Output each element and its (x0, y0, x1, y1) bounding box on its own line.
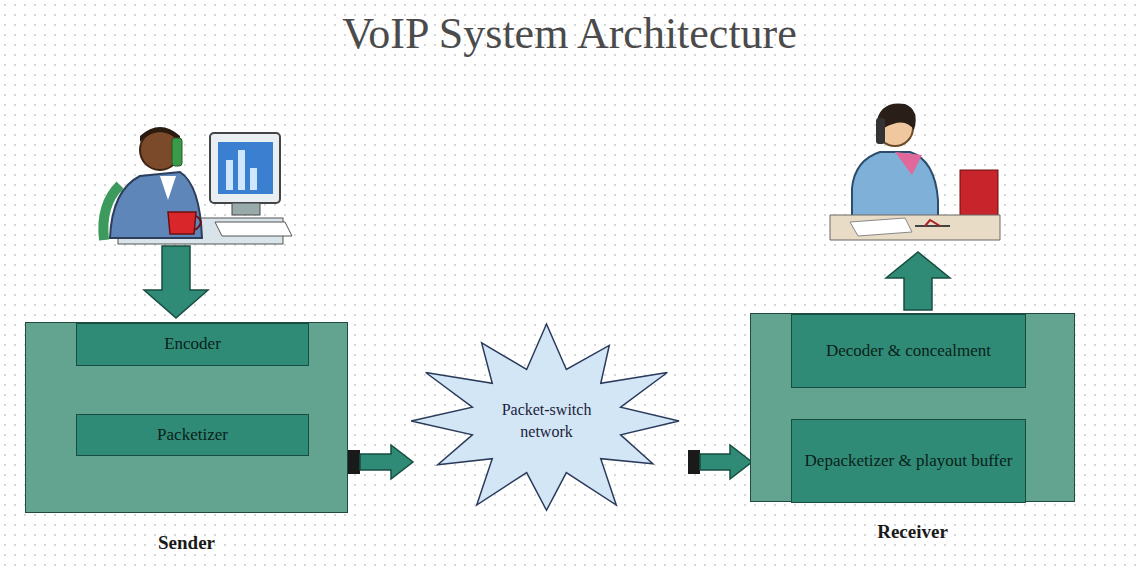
block-label: Depacketizer & playout buffer (805, 450, 1013, 473)
sender-box: EncoderPacketizerSender (25, 322, 348, 513)
component-label: Sender (26, 532, 347, 554)
input-arrow (144, 246, 208, 318)
title: VoIP System Architecture (0, 8, 1139, 59)
network-cloud: Packet-switch network (405, 322, 688, 520)
port-stub (348, 450, 360, 474)
decoder-box: Decoder & concealment (791, 314, 1026, 388)
receiver-person (830, 103, 1000, 240)
port-stub (688, 450, 700, 474)
packetizer-box: Packetizer (76, 414, 309, 456)
depacketizer-box: Depacketizer & playout buffer (791, 419, 1026, 503)
block-label: Encoder (164, 333, 221, 356)
receiver-box: Decoder & concealmentDepacketizer & play… (750, 313, 1075, 502)
packet-arrow (700, 445, 752, 479)
encoder-box: Encoder (76, 323, 309, 366)
block-label: Packet-switch network (487, 399, 607, 442)
packet-arrow (360, 445, 413, 479)
starburst-shape (405, 322, 688, 520)
block-label: Packetizer (157, 424, 228, 447)
block-label: Decoder & concealment (826, 340, 991, 363)
output-arrow (886, 252, 950, 310)
component-label: Receiver (751, 521, 1074, 543)
sender-person (103, 127, 292, 244)
